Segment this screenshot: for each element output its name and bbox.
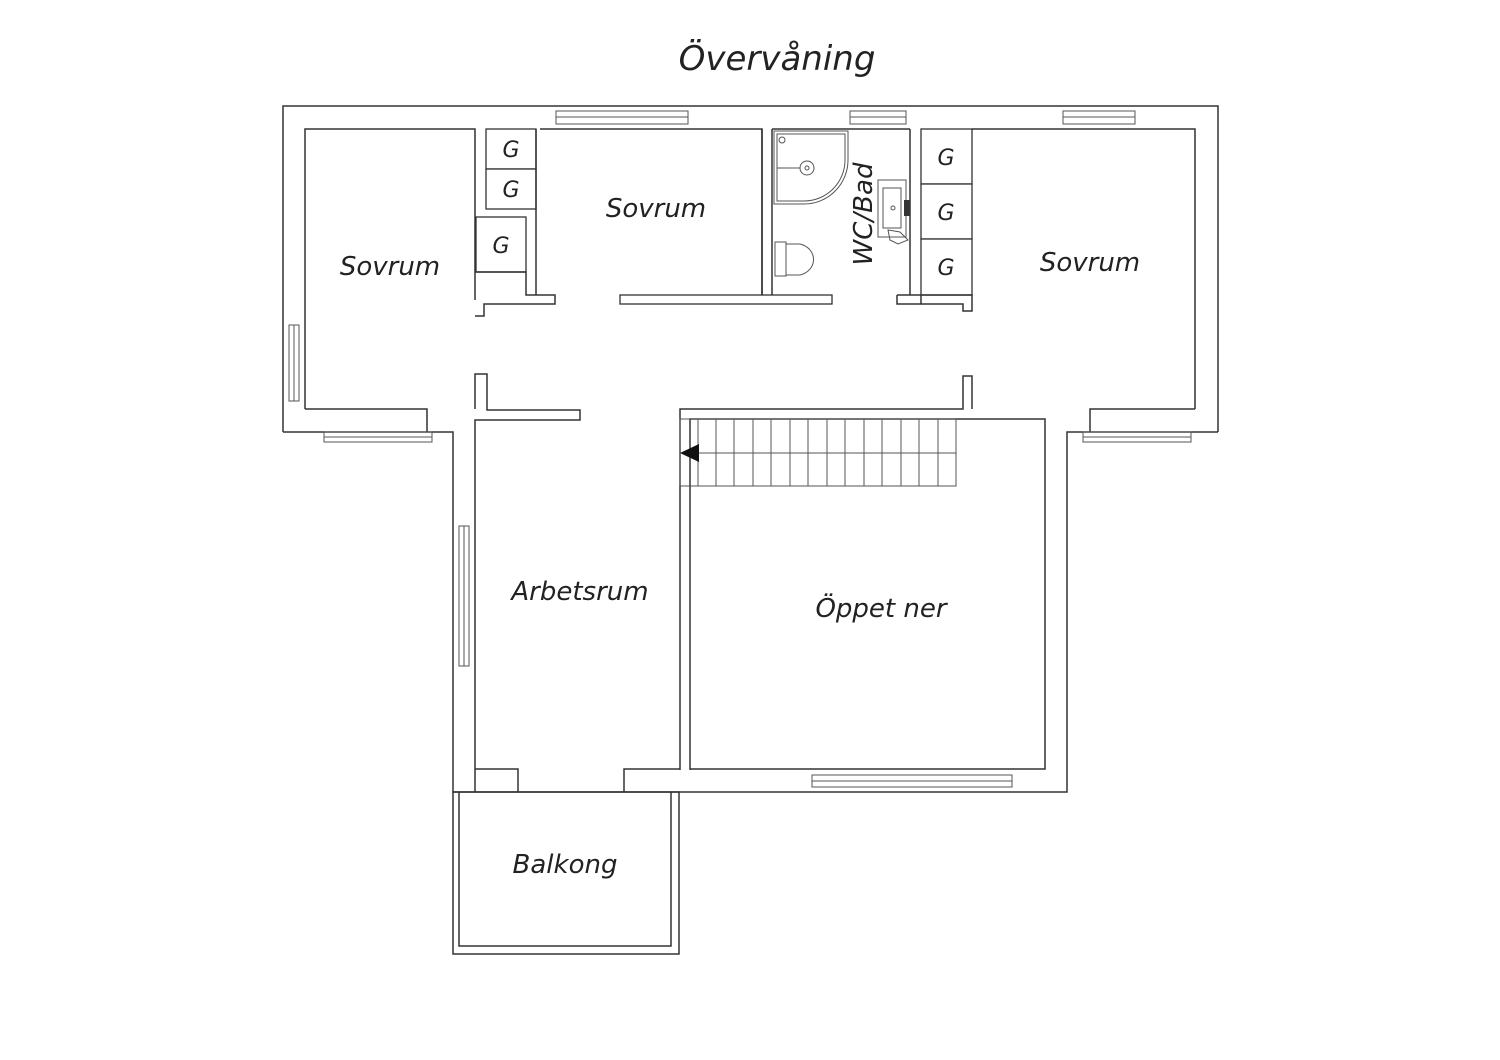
wardrobe-label: G (937, 146, 954, 171)
wardrobe-label: G (502, 138, 519, 163)
outer-walls (282, 105, 1219, 793)
wardrobe-label: G (937, 201, 954, 226)
windows (288, 110, 1192, 788)
room-label-study: Arbetsrum (509, 577, 648, 607)
room-label-bedroom-right: Sovrum (1040, 248, 1140, 278)
room-label-bathroom: WC/Bad (849, 162, 879, 265)
wardrobe-label: G (502, 178, 519, 203)
bathroom-fixtures (773, 130, 910, 277)
balcony-outline (452, 791, 680, 955)
room-label-bedroom-left: Sovrum (340, 252, 440, 282)
stair-direction-arrow-icon (680, 444, 699, 462)
toilet-icon (774, 241, 787, 277)
shower-icon (773, 130, 849, 205)
room-label-open-below: Öppet ner (815, 592, 948, 624)
floor-title: Övervåning (679, 38, 876, 79)
wardrobe-label: G (492, 234, 509, 259)
room-label-balcony: Balkong (513, 850, 618, 880)
staircase (679, 418, 957, 487)
interior-walls (475, 128, 973, 317)
wardrobe-label: G (937, 256, 954, 281)
room-label-bedroom-middle: Sovrum (606, 194, 706, 224)
